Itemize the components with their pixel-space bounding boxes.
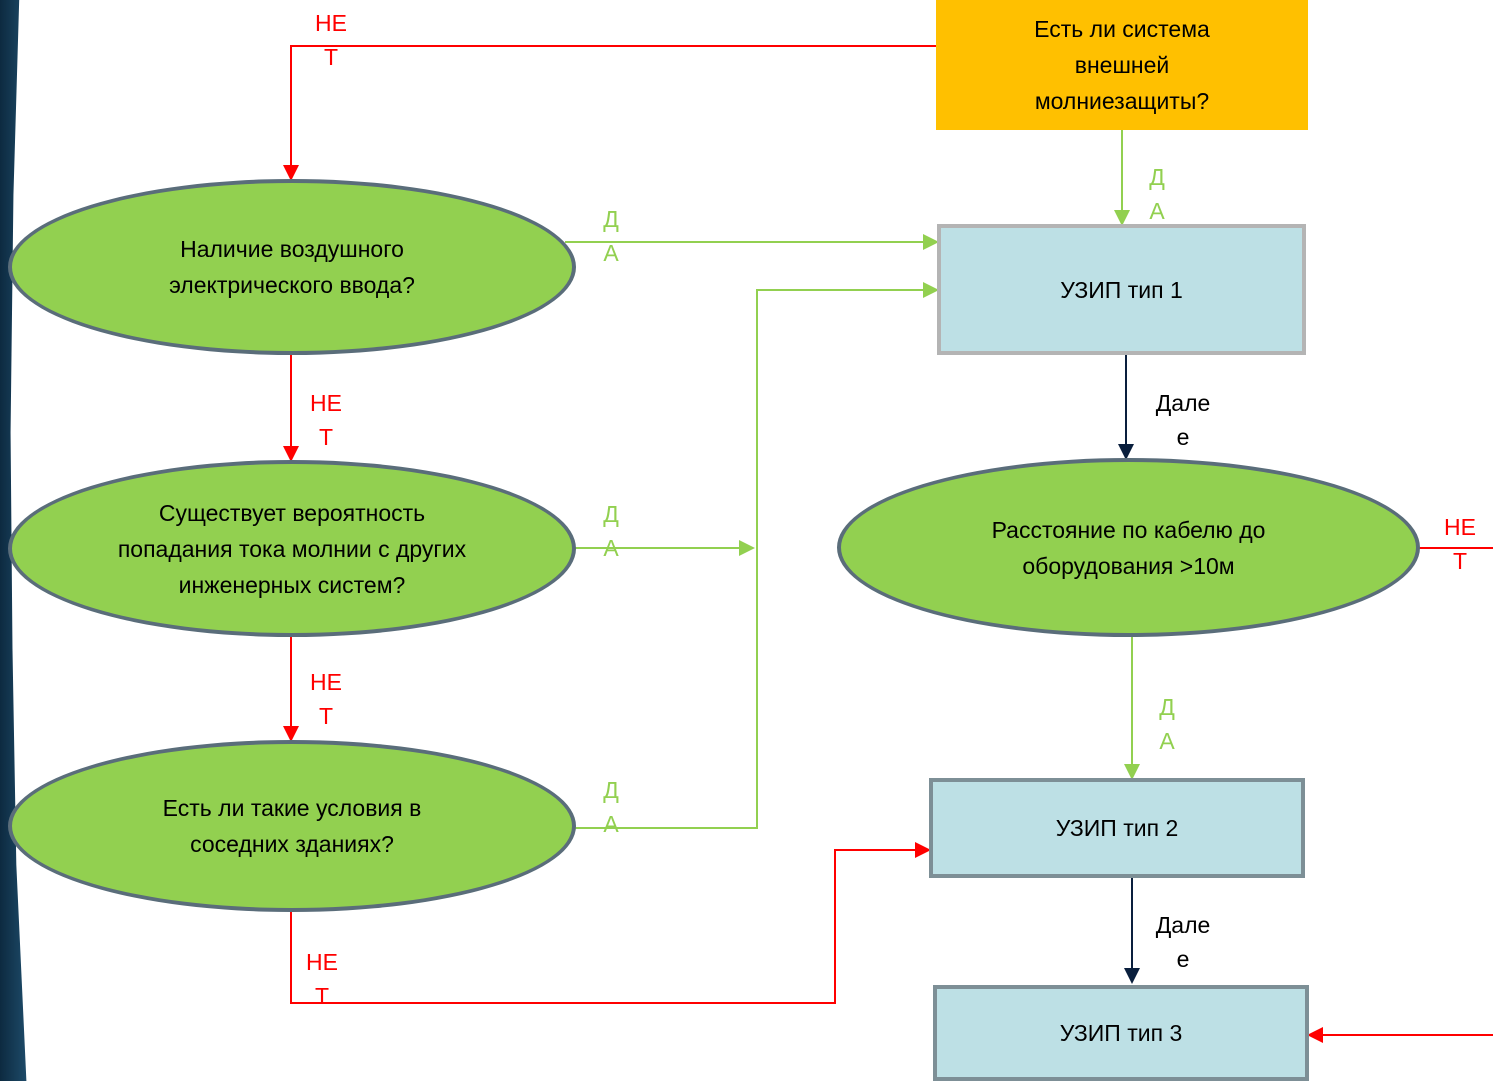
node-uzip-type2-text: УЗИП тип 2 bbox=[1055, 815, 1179, 841]
node-external-protection: Есть ли система внешней молниезащиты? bbox=[936, 0, 1308, 130]
node-uzip-type2: УЗИП тип 2 bbox=[929, 778, 1305, 878]
node-uzip-type1-text: УЗИП тип 1 bbox=[1060, 276, 1183, 303]
edge-yes-neighbor-to-bus bbox=[573, 282, 939, 829]
node-neighbor-buildings-text: Есть ли такие условия в соседних зданиях… bbox=[162, 795, 422, 857]
node-lightning-current-text: Существует вероятность попадания тока мо… bbox=[117, 499, 467, 598]
node-cable-distance-text: Расстояние по кабелю до оборудования >10… bbox=[991, 516, 1266, 579]
edge-no-external-to-overhead bbox=[283, 45, 936, 181]
node-uzip-type3: УЗИП тип 3 bbox=[933, 985, 1309, 1081]
node-lightning-current: Существует вероятность попадания тока мо… bbox=[8, 460, 576, 637]
node-cable-distance: Расстояние по кабелю до оборудования >10… bbox=[837, 458, 1420, 637]
node-overhead-input-text: Наличие воздушного электрического ввода? bbox=[169, 236, 415, 298]
edge-no-neighbor-to-type2 bbox=[290, 842, 931, 1004]
node-overhead-input: Наличие воздушного электрического ввода? bbox=[8, 179, 576, 355]
node-uzip-type3-text: УЗИП тип 3 bbox=[1059, 1020, 1183, 1046]
node-neighbor-buildings: Есть ли такие условия в соседних зданиях… bbox=[8, 740, 576, 912]
node-external-protection-text: Есть ли система внешней молниезащиты? bbox=[1034, 16, 1210, 114]
node-uzip-type1: УЗИП тип 1 bbox=[937, 224, 1306, 355]
